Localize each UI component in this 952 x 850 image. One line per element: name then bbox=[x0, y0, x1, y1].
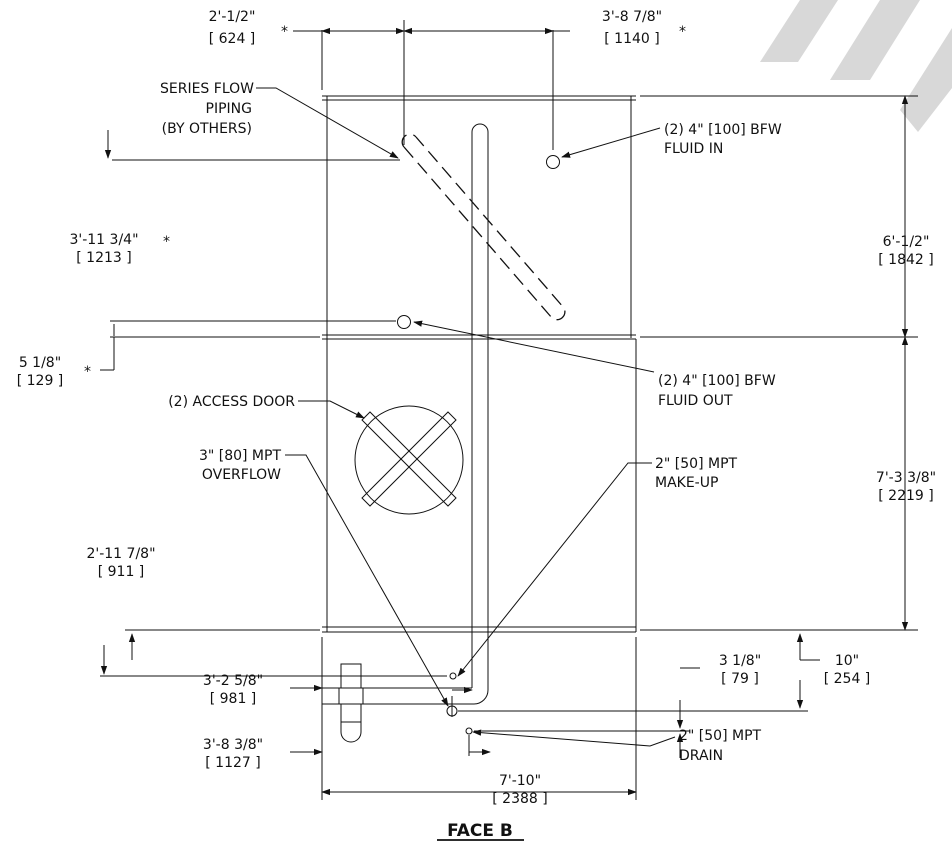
makeup-label-1: 2" [50] MPT bbox=[655, 456, 738, 472]
drain-connection bbox=[465, 727, 473, 735]
left-dim-2-imperial: 5 1/8" bbox=[19, 355, 61, 371]
left-dim-2-metric: [ 129 ] bbox=[17, 373, 64, 389]
fluid-out-label-1: (2) 4" [100] BFW bbox=[658, 373, 776, 389]
series-flow-label-1: SERIES FLOW bbox=[160, 81, 254, 97]
left-dim-2-mark: * bbox=[84, 364, 91, 380]
right-dim-upper-imperial: 6'-1/2" bbox=[883, 234, 930, 250]
fluid-out-label-2: FLUID OUT bbox=[658, 393, 733, 409]
overflow-label-2: OVERFLOW bbox=[202, 467, 281, 483]
access-door-label: (2) ACCESS DOOR bbox=[168, 394, 295, 410]
bottom-dim-width-metric: [ 2388 ] bbox=[492, 791, 547, 807]
bottom-dim-1127-imperial: 3'-8 3/8" bbox=[203, 737, 263, 753]
left-dim-1-mark: * bbox=[163, 234, 170, 250]
bottom-dim-79-metric: [ 79 ] bbox=[721, 671, 759, 687]
drain-label-2: DRAIN bbox=[679, 748, 723, 764]
makeup-connection bbox=[449, 672, 457, 680]
series-flow-pipe bbox=[401, 133, 566, 321]
bottom-dim-1127-metric: [ 1127 ] bbox=[205, 755, 260, 771]
fluid-in-label-1: (2) 4" [100] BFW bbox=[664, 122, 782, 138]
left-dim-1-metric: [ 1213 ] bbox=[76, 250, 131, 266]
face-title: FACE B bbox=[447, 821, 513, 841]
drain-label-1: 2" [50] MPT bbox=[679, 728, 762, 744]
overflow-label-1: 3" [80] MPT bbox=[199, 448, 282, 464]
watermark-stripes bbox=[760, 0, 952, 132]
top-dim-right-mark: * bbox=[679, 24, 686, 40]
right-dim-upper-metric: [ 1842 ] bbox=[878, 252, 933, 268]
watermark-stripe bbox=[900, 28, 952, 132]
series-flow-label-2: PIPING bbox=[206, 101, 252, 117]
top-dim-left-metric: [ 624 ] bbox=[209, 31, 256, 47]
fluid-in-label-2: FLUID IN bbox=[664, 141, 723, 157]
right-dim-lower-metric: [ 2219 ] bbox=[878, 488, 933, 504]
left-dim-3-imperial: 2'-11 7/8" bbox=[86, 546, 155, 562]
series-flow-label-3: (BY OTHERS) bbox=[162, 121, 252, 137]
bottom-dim-981-imperial: 3'-2 5/8" bbox=[203, 673, 263, 689]
fluid-in-connection bbox=[546, 155, 560, 169]
bottom-dim-79-imperial: 3 1/8" bbox=[719, 653, 761, 669]
top-dim-right-metric: [ 1140 ] bbox=[604, 31, 659, 47]
callout-leaders bbox=[256, 87, 676, 747]
riser-pipe bbox=[322, 123, 489, 705]
bottom-dim-254-imperial: 10" bbox=[835, 653, 859, 669]
right-dim-lower-imperial: 7'-3 3/8" bbox=[876, 470, 936, 486]
unit-outline bbox=[322, 95, 637, 633]
bottom-dim-254-metric: [ 254 ] bbox=[824, 671, 871, 687]
dimension-lines bbox=[100, 20, 918, 800]
left-dim-3-metric: [ 911 ] bbox=[98, 564, 145, 580]
makeup-label-2: MAKE-UP bbox=[655, 475, 718, 491]
bottom-dim-width-imperial: 7'-10" bbox=[499, 773, 541, 789]
watermark-stripe bbox=[760, 0, 838, 62]
top-dim-right-imperial: 3'-8 7/8" bbox=[602, 9, 662, 25]
watermark-stripe bbox=[830, 0, 920, 80]
fluid-out-connection bbox=[397, 315, 411, 329]
top-dim-left-imperial: 2'-1/2" bbox=[209, 9, 256, 25]
bottom-dim-981-metric: [ 981 ] bbox=[210, 691, 257, 707]
left-dim-1-imperial: 3'-11 3/4" bbox=[69, 232, 138, 248]
top-dim-left-mark: * bbox=[281, 24, 288, 40]
access-door bbox=[354, 405, 464, 515]
